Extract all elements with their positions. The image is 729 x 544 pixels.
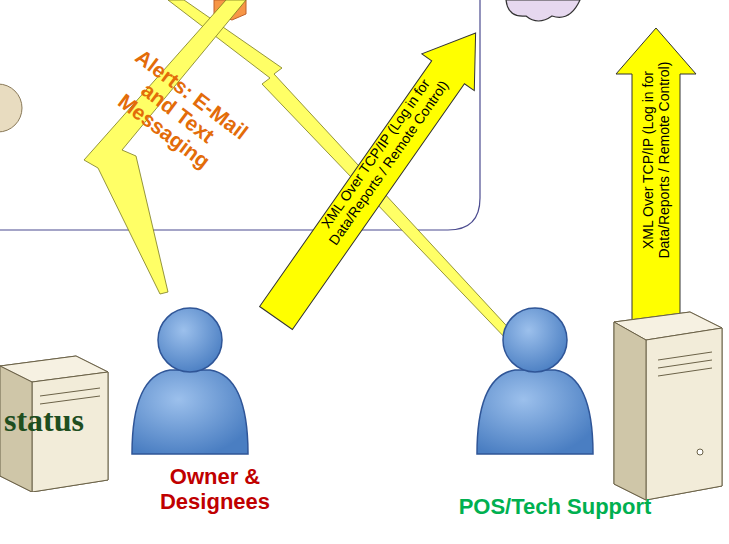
node-label: Owner & Designees	[150, 464, 280, 515]
node-label: POS/Tech Support	[410, 494, 700, 519]
lightning-bolt	[168, 0, 540, 366]
icon	[130, 304, 430, 474]
server-node: status	[0, 352, 125, 494]
server-icon	[614, 312, 722, 500]
person-node: POS/Tech Support	[410, 304, 700, 530]
data-arrow	[250, 15, 502, 337]
lightning-bolt	[84, 0, 246, 294]
person-node: Owner & Designees	[130, 304, 300, 544]
node-label: status	[4, 402, 114, 439]
icon	[410, 304, 710, 474]
cloud-fragment	[506, 0, 580, 21]
partial-device	[0, 84, 22, 132]
arrow-label: XML Over TCP/IP (Log in for Data/Reports…	[640, 58, 672, 263]
arrow-label: XML Over TCP/IP (Log in for Data/Reports…	[297, 46, 467, 269]
data-arrow	[616, 28, 696, 322]
